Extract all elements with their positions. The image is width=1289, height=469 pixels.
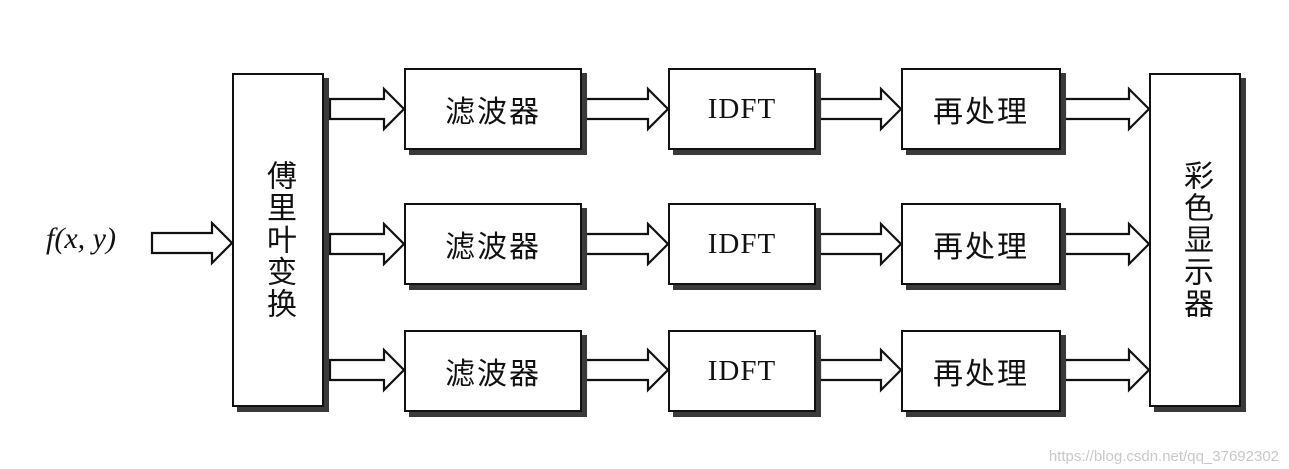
post-process-label-3: 再处理 bbox=[933, 357, 1029, 392]
arrow-fourier-filter-3 bbox=[328, 347, 406, 393]
arrow-idft-post-1 bbox=[818, 86, 903, 132]
filter-block-3: 滤波器 bbox=[404, 330, 582, 412]
arrow-fourier-filter-2 bbox=[328, 221, 406, 267]
post-process-label-1: 再处理 bbox=[933, 95, 1029, 130]
arrow-post-display-3 bbox=[1063, 347, 1151, 393]
post-process-block-2: 再处理 bbox=[901, 203, 1061, 285]
filter-block-1: 滤波器 bbox=[404, 68, 582, 150]
idft-block-2: IDFT bbox=[668, 203, 816, 285]
color-display-label: 彩色显示器 bbox=[1178, 160, 1213, 320]
fourier-transform-block: 傅里叶变换 bbox=[232, 73, 324, 407]
arrow-input bbox=[150, 220, 234, 266]
post-process-block-3: 再处理 bbox=[901, 330, 1061, 412]
watermark: https://blog.csdn.net/qq_37692302 bbox=[1048, 448, 1279, 465]
post-process-label-2: 再处理 bbox=[933, 230, 1029, 265]
idft-block-3: IDFT bbox=[668, 330, 816, 412]
arrow-idft-post-3 bbox=[818, 347, 903, 393]
idft-label-1: IDFT bbox=[707, 92, 777, 125]
arrow-filter-idft-2 bbox=[584, 221, 670, 267]
color-display-block: 彩色显示器 bbox=[1149, 73, 1241, 407]
filter-block-2: 滤波器 bbox=[404, 203, 582, 285]
arrow-idft-post-2 bbox=[818, 221, 903, 267]
arrow-post-display-1 bbox=[1063, 86, 1151, 132]
arrow-fourier-filter-1 bbox=[328, 86, 406, 132]
arrow-filter-idft-3 bbox=[584, 347, 670, 393]
fourier-transform-label: 傅里叶变换 bbox=[261, 160, 296, 320]
input-signal-label: f(x, y) bbox=[46, 222, 116, 255]
post-process-block-1: 再处理 bbox=[901, 68, 1061, 150]
idft-label-3: IDFT bbox=[707, 354, 777, 387]
idft-label-2: IDFT bbox=[707, 227, 777, 260]
arrow-post-display-2 bbox=[1063, 221, 1151, 267]
idft-block-1: IDFT bbox=[668, 68, 816, 150]
arrow-filter-idft-1 bbox=[584, 86, 670, 132]
filter-label-3: 滤波器 bbox=[445, 357, 541, 392]
filter-label-1: 滤波器 bbox=[445, 95, 541, 130]
filter-label-2: 滤波器 bbox=[445, 230, 541, 265]
